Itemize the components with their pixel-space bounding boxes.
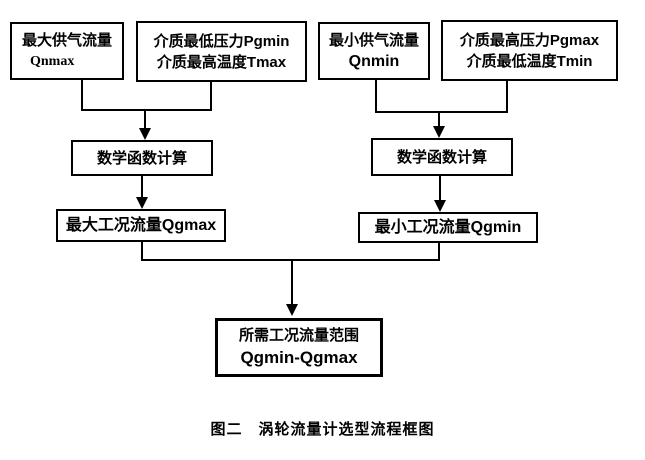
connector-right-a bbox=[375, 80, 377, 113]
connector-right-merge bbox=[375, 111, 508, 113]
arrowhead-down-icon bbox=[433, 126, 445, 138]
box-math-function-right: 数学函数计算 bbox=[371, 138, 513, 176]
box-max-supply-flow: 最大供气流量 Qnmax bbox=[10, 22, 124, 80]
box-math-function-right-label: 数学函数计算 bbox=[396, 148, 487, 166]
box-max-working-flow-label: 最大工况流量Qgmax bbox=[65, 217, 217, 234]
arrowhead-down-icon bbox=[286, 304, 298, 316]
box-max-supply-flow-symbol: Qnmax bbox=[30, 54, 75, 69]
box-max-supply-flow-label: 最大供气流量 bbox=[21, 32, 112, 49]
box-max-temp-label: 介质最高温度Tmax bbox=[156, 53, 287, 71]
connector-right-stub bbox=[438, 111, 440, 127]
box-required-flow-range-value: Qgmin-Qgmax bbox=[240, 348, 358, 367]
connector-bottom-left bbox=[141, 242, 143, 261]
figure-caption: 图二 涡轮流量计选型流程框图 bbox=[210, 421, 435, 438]
connector-left-stub bbox=[144, 109, 146, 129]
box-math-function-left: 数学函数计算 bbox=[71, 140, 213, 176]
arrowhead-down-icon bbox=[434, 200, 446, 212]
box-min-supply-flow-symbol: Qnmin bbox=[348, 53, 400, 70]
box-required-flow-range-label: 所需工况流量范围 bbox=[238, 327, 359, 344]
connector-bottom-stub bbox=[291, 259, 293, 305]
box-min-working-flow: 最小工况流量Qgmin bbox=[358, 212, 538, 243]
connector-right-b bbox=[506, 81, 508, 113]
box-required-flow-range: 所需工况流量范围 Qgmin-Qgmax bbox=[215, 318, 383, 377]
connector-left-a bbox=[81, 80, 83, 111]
box-max-pressure-label: 介质最高压力Pgmax bbox=[459, 31, 600, 49]
connector-mathR-qgmin bbox=[439, 176, 441, 201]
box-min-pressure-max-temp: 介质最低压力Pgmin 介质最高温度Tmax bbox=[136, 21, 307, 82]
connector-bottom-merge bbox=[141, 259, 440, 261]
box-min-temp-label: 介质最低温度Tmin bbox=[466, 52, 593, 70]
box-min-supply-flow: 最小供气流量 Qnmin bbox=[318, 22, 430, 80]
box-min-supply-flow-label: 最小供气流量 bbox=[328, 32, 419, 49]
box-max-working-flow: 最大工况流量Qgmax bbox=[56, 209, 226, 242]
box-min-pressure-label: 介质最低压力Pgmin bbox=[153, 32, 290, 50]
connector-left-merge bbox=[81, 109, 212, 111]
box-max-pressure-min-temp: 介质最高压力Pgmax 介质最低温度Tmin bbox=[441, 20, 618, 81]
box-min-working-flow-label: 最小工况流量Qgmin bbox=[374, 219, 522, 236]
connector-bottom-right bbox=[438, 243, 440, 261]
connector-mathL-qgmax bbox=[141, 176, 143, 198]
connector-left-b bbox=[210, 81, 212, 111]
arrowhead-down-icon bbox=[136, 197, 148, 209]
arrowhead-down-icon bbox=[139, 128, 151, 140]
box-math-function-left-label: 数学函数计算 bbox=[96, 149, 187, 167]
